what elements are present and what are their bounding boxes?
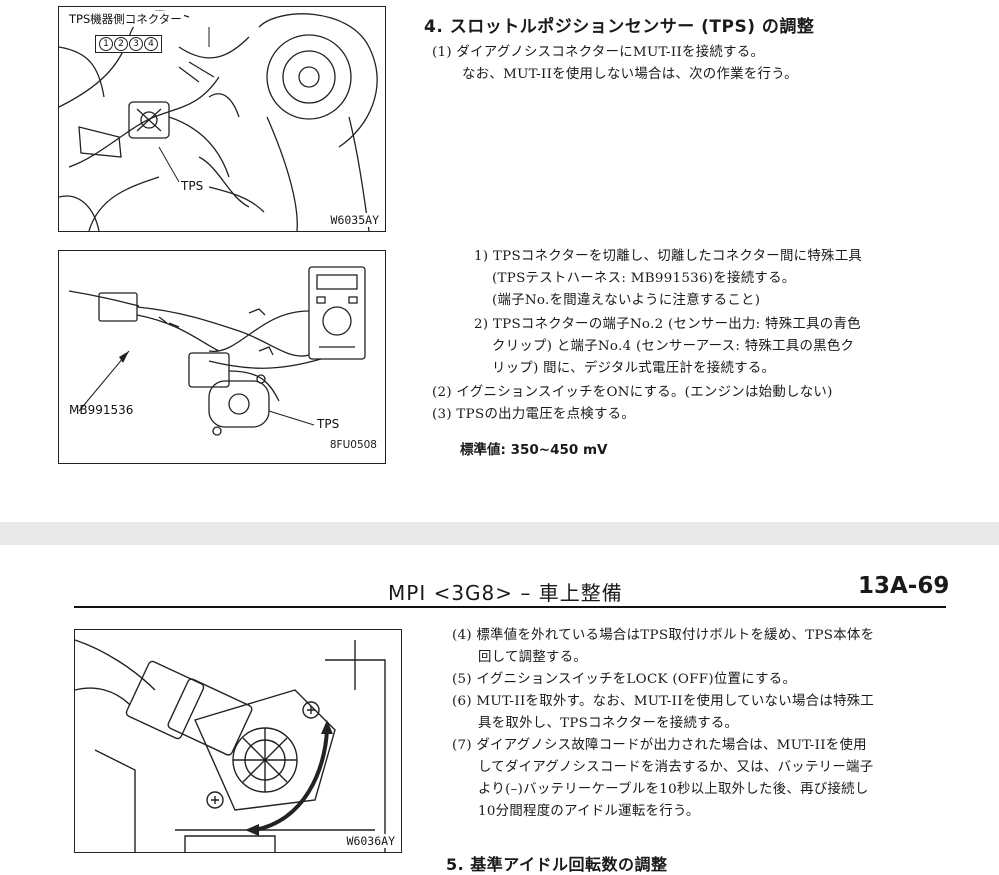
engine-bay-drawing <box>58 10 378 232</box>
standard-value: 標準値: 350~450 mV <box>460 442 608 458</box>
step-line: リップ) 間に、デジタル式電圧計を接続する。 <box>492 361 776 376</box>
step-line: (TPSテストハーネス: MB991536)を接続する。 <box>492 271 796 286</box>
pin-number: 2 <box>114 37 128 51</box>
step-line: (4) 標準値を外れている場合はTPS取付けボルトを緩め、TPS本体を <box>452 628 875 643</box>
page-number: 13A-69 <box>858 573 950 599</box>
pin-number: 4 <box>144 37 158 51</box>
special-tool-label: MB991536 <box>69 403 134 417</box>
step-line: 1) TPSコネクターを切離し、切離したコネクター間に特殊工具 <box>474 249 863 264</box>
manual-page-top: TPS機器側コネクター 1 2 3 4 TPS W6035AY <box>58 6 863 464</box>
manual-page-bottom: MPI <3G8> – 車上整備 13A-69 <box>0 545 999 874</box>
step-line: クリップ) と端子No.4 (センサーアース: 特殊工具の黒色ク <box>492 339 855 354</box>
step-line: (端子No.を間違えないように注意すること) <box>492 293 761 308</box>
page-gap <box>0 522 999 545</box>
step-line: 具を取外し、TPSコネクターを接続する。 <box>478 716 739 731</box>
tps-connector-label: TPS機器側コネクター <box>67 11 184 27</box>
intro-line: なお、MUT-IIを使用しない場合は、次の作業を行う。 <box>462 67 798 82</box>
next-section-title: 5. 基準アイドル回転数の調整 <box>446 855 668 874</box>
intro-line: (1) ダイアグノシスコネクターにMUT-IIを接続する。 <box>432 45 765 60</box>
tps-adjust-drawing <box>74 639 386 852</box>
test-harness-drawing <box>68 266 366 436</box>
pin-layout: 1 2 3 4 <box>95 35 162 53</box>
engine-bay-figure: TPS機器側コネクター 1 2 3 4 TPS W6035AY <box>58 6 386 232</box>
step-line: 10分間程度のアイドル運転を行う。 <box>478 804 700 819</box>
pin-number: 1 <box>99 37 113 51</box>
section-title: 4. スロットルポジションセンサー (TPS) の調整 <box>424 17 815 37</box>
figure-code: W6035AY <box>328 213 381 227</box>
tps-adjust-figure: W6036AY <box>74 629 402 853</box>
step-line: (6) MUT-IIを取外す。なお、MUT-IIを使用していない場合は特殊工 <box>452 694 875 709</box>
step-line: (3) TPSの出力電圧を点検する。 <box>432 407 636 422</box>
pin-number: 3 <box>129 37 143 51</box>
step-line: より(–)バッテリーケーブルを10秒以上取外した後、再び接続し <box>478 782 869 797</box>
test-harness-figure: MB991536 TPS 8FU0508 <box>58 250 386 464</box>
tps-label: TPS <box>179 179 206 193</box>
tps-label: TPS <box>317 417 340 431</box>
step-line: (5) イグニションスイッチをLOCK (OFF)位置にする。 <box>452 672 797 687</box>
step-line: (7) ダイアグノシス故障コードが出力された場合は、MUT-IIを使用 <box>452 738 867 753</box>
figure-code: 8FU0508 <box>327 439 379 451</box>
page-header-title: MPI <3G8> – 車上整備 <box>388 581 623 605</box>
header-rule <box>74 606 946 608</box>
step-line: してダイアグノシスコードを消去するか、又は、バッテリー端子 <box>478 760 874 775</box>
step-line: 2) TPSコネクターの端子No.2 (センサー出力: 特殊工具の青色 <box>474 317 861 332</box>
figure-code: W6036AY <box>344 834 397 848</box>
step-line: (2) イグニションスイッチをONにする。(エンジンは始動しない) <box>432 385 833 400</box>
step-line: 回して調整する。 <box>478 650 588 665</box>
